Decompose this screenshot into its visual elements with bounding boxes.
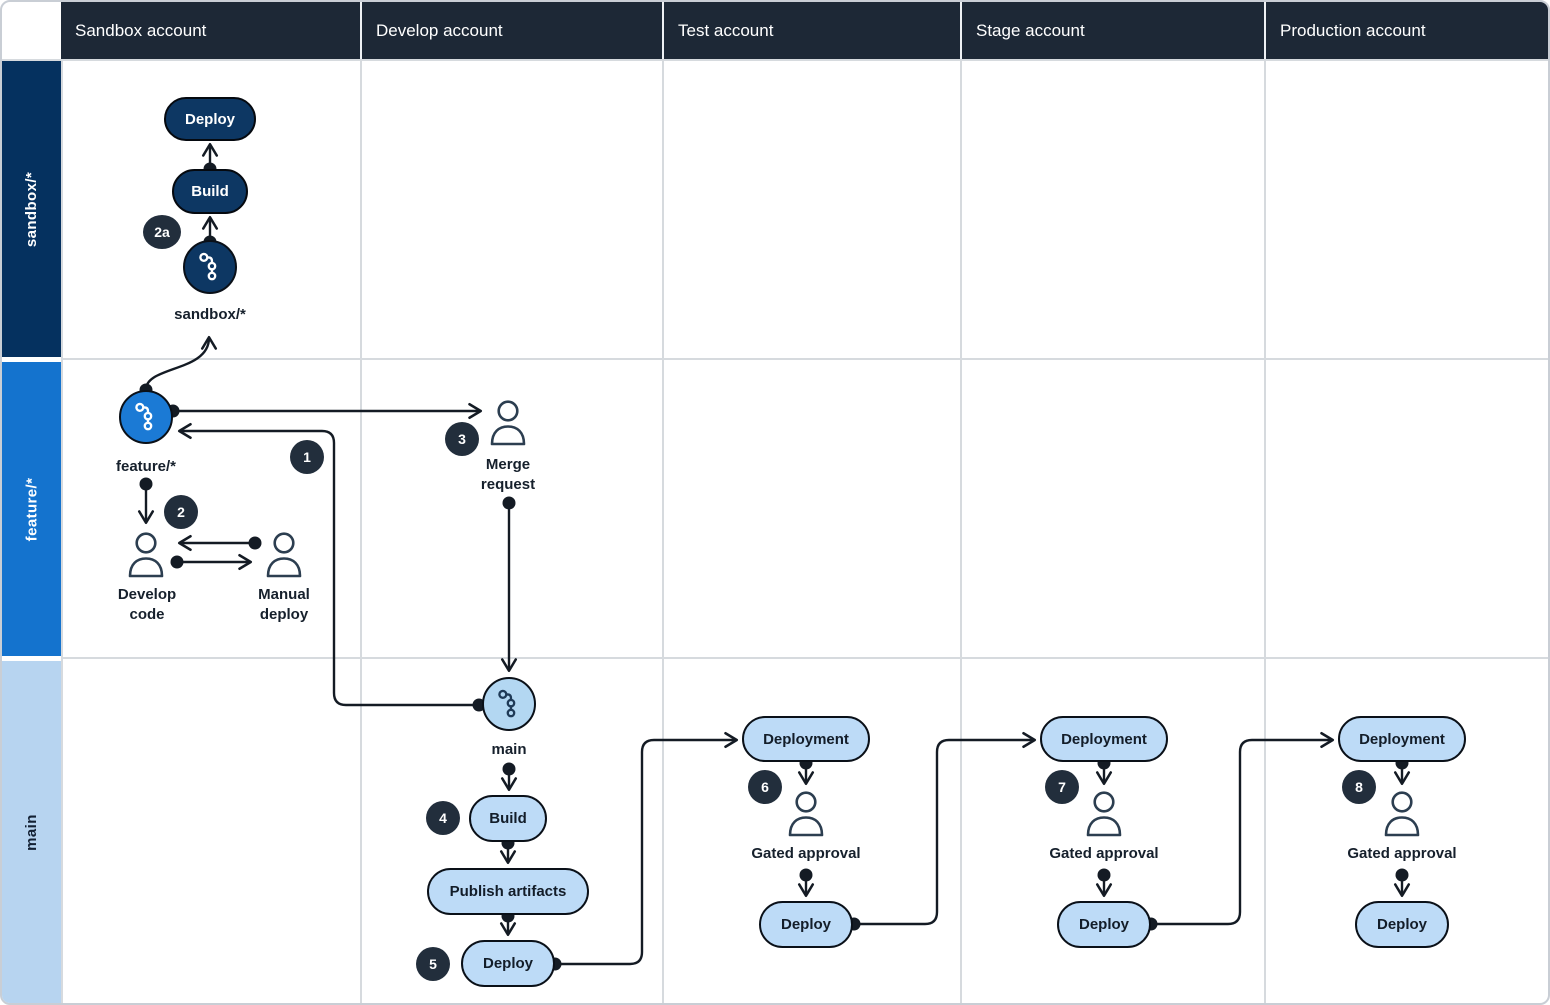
sandbox-branch-node xyxy=(183,240,237,294)
arrow-develop-deploy-to-test xyxy=(555,731,739,966)
sandbox-build-pill: Build xyxy=(172,169,248,214)
production-deployment-pill: Deployment xyxy=(1338,716,1466,762)
arrow-feature-to-sandbox-branch xyxy=(144,335,218,391)
grid-line xyxy=(662,59,664,1003)
production-approval-label: Gated approval xyxy=(1347,845,1457,862)
sandbox-deploy-pill: Deploy xyxy=(164,97,256,141)
label-line: code xyxy=(129,606,165,623)
person-icon xyxy=(1384,791,1420,837)
column-header-label: Stage account xyxy=(976,20,1085,40)
grid-line xyxy=(2,59,1548,61)
step-badge-1: 1 xyxy=(290,440,324,474)
column-header-label: Production account xyxy=(1280,20,1426,40)
person-icon xyxy=(266,532,302,578)
manual-deploy-person xyxy=(260,530,308,585)
label-line: Manual xyxy=(258,586,310,603)
label-line: Merge xyxy=(485,456,531,473)
grid-line xyxy=(61,358,1548,360)
git-branch-icon xyxy=(199,252,217,281)
arrow-test-deploy-to-stage xyxy=(854,731,1037,926)
lane-label-feature: feature/* xyxy=(2,362,61,656)
step-badge-4: 4 xyxy=(426,801,460,835)
sandbox-branch-label: sandbox/* xyxy=(174,306,246,323)
main-branch-label: main xyxy=(491,741,527,758)
lane-label-sandbox: sandbox/* xyxy=(2,61,61,357)
main-build-pill: Build xyxy=(469,795,547,842)
person-icon xyxy=(128,532,164,578)
lane-label-text: main xyxy=(23,813,40,851)
person-icon xyxy=(490,400,526,446)
person-icon xyxy=(1086,791,1122,837)
column-header-label: Test account xyxy=(678,20,774,40)
step-badge-7: 7 xyxy=(1045,770,1079,804)
column-header-develop: Develop account xyxy=(360,2,662,59)
column-header-label: Develop account xyxy=(376,20,503,40)
lane-label-text: sandbox/* xyxy=(23,171,41,247)
stage-deploy-pill: Deploy xyxy=(1057,901,1151,948)
label-line: deploy xyxy=(259,606,309,623)
person-icon xyxy=(788,791,824,837)
test-approval-person xyxy=(782,789,830,844)
step-badge-2a: 2a xyxy=(143,215,181,249)
merge-request-person xyxy=(484,398,532,453)
column-header-stage: Stage account xyxy=(960,2,1264,59)
manual-deploy-label: Manual deploy xyxy=(204,585,364,625)
feature-branch-node xyxy=(119,390,173,444)
grid-line xyxy=(960,59,962,1003)
step-badge-2: 2 xyxy=(164,495,198,529)
step-badge-5: 5 xyxy=(416,947,450,981)
lane-label-text: feature/* xyxy=(23,477,40,541)
merge-request-label: Merge request xyxy=(428,455,588,495)
grid-line xyxy=(61,59,63,1003)
label-line: request xyxy=(480,476,536,493)
step-badge-8: 8 xyxy=(1342,770,1376,804)
label-line: Develop xyxy=(117,586,177,603)
git-branch-icon xyxy=(498,689,516,718)
grid-line xyxy=(61,657,1548,659)
stage-deployment-pill: Deployment xyxy=(1040,716,1168,762)
column-header-production: Production account xyxy=(1264,2,1548,59)
production-approval-person xyxy=(1378,789,1426,844)
column-header-test: Test account xyxy=(662,2,960,59)
test-approval-label: Gated approval xyxy=(751,845,861,862)
grid-line xyxy=(1264,59,1266,1003)
grid-line xyxy=(360,59,362,1003)
lane-label-main: main xyxy=(2,661,61,1003)
production-deploy-pill: Deploy xyxy=(1355,901,1449,948)
test-deployment-pill: Deployment xyxy=(742,716,870,762)
arrow-stage-deploy-to-production xyxy=(1151,731,1335,926)
test-deploy-pill: Deploy xyxy=(759,901,853,948)
step-badge-6: 6 xyxy=(748,770,782,804)
main-branch-node xyxy=(482,677,536,731)
column-header-sandbox: Sandbox account xyxy=(61,2,360,59)
git-branch-icon xyxy=(135,402,153,431)
stage-approval-label: Gated approval xyxy=(1049,845,1159,862)
column-header-label: Sandbox account xyxy=(75,20,207,40)
develop-code-person xyxy=(122,530,170,585)
develop-code-label: Develop code xyxy=(67,585,227,625)
main-publish-artifacts-pill: Publish artifacts xyxy=(427,868,589,915)
main-deploy-pill: Deploy xyxy=(461,940,555,987)
feature-branch-label: feature/* xyxy=(115,458,177,475)
stage-approval-person xyxy=(1080,789,1128,844)
step-badge-3: 3 xyxy=(445,422,479,456)
